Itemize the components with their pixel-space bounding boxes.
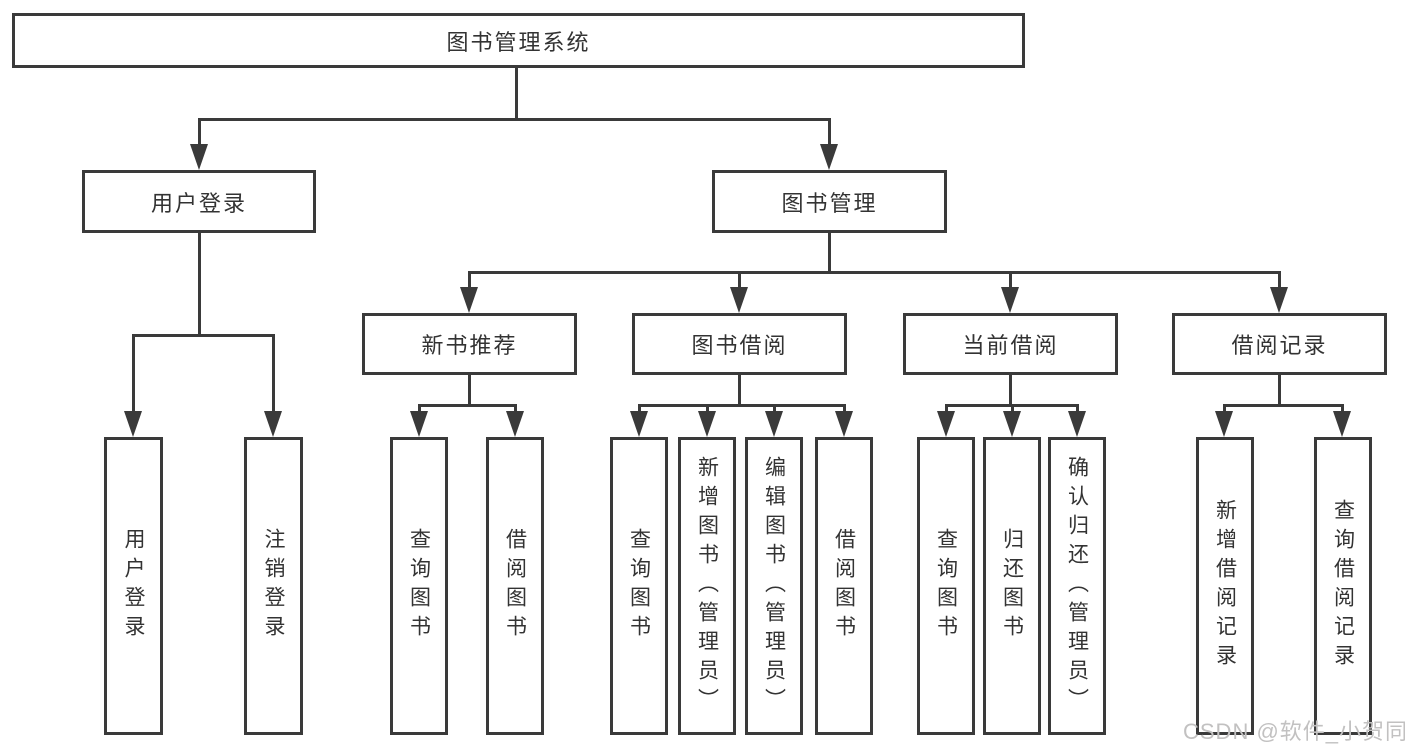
connector-bookmgmt-drop-3 <box>1009 271 1012 289</box>
connector-root-drop-right <box>828 118 831 146</box>
connector-recommend-drop-1 <box>418 404 421 413</box>
arrow-down-icon <box>1333 411 1351 437</box>
connector-borrowing-drop-4 <box>843 404 846 413</box>
connector-current-drop-1 <box>945 404 948 413</box>
arrow-down-icon <box>630 411 648 437</box>
connector-root-stem <box>515 68 518 119</box>
connector-current-drop-2 <box>1011 404 1014 413</box>
node-leaf-borrow-books-recommend: 借阅图书 <box>486 437 544 735</box>
node-new-book-recommend: 新书推荐 <box>362 313 577 375</box>
arrow-down-icon <box>506 411 524 437</box>
connector-current-stem <box>1009 375 1012 406</box>
connector-records-drop-1 <box>1223 404 1226 413</box>
connector-borrowing-drop-2 <box>706 404 709 413</box>
node-leaf-query-borrow-record: 查询借阅记录 <box>1314 437 1372 735</box>
connector-userlogin-drop-1 <box>132 334 135 413</box>
node-leaf-add-borrow-record: 新增借阅记录 <box>1196 437 1254 735</box>
csdn-watermark: CSDN @软件_小贺同学 <box>1183 719 1405 744</box>
arrow-down-icon <box>730 287 748 313</box>
node-book-borrowing: 图书借阅 <box>632 313 847 375</box>
connector-borrowing-drop-3 <box>773 404 776 413</box>
arrow-down-icon <box>190 144 208 170</box>
connector-userlogin-bar <box>132 334 275 337</box>
connector-userlogin-drop-2 <box>272 334 275 413</box>
node-user-login: 用户登录 <box>82 170 316 233</box>
node-current-borrowing: 当前借阅 <box>903 313 1118 375</box>
connector-recommend-bar <box>418 404 517 407</box>
node-leaf-edit-books-admin: 编辑图书（管理员） <box>745 437 803 735</box>
node-leaf-add-books-admin: 新增图书（管理员） <box>678 437 736 735</box>
arrow-down-icon <box>698 411 716 437</box>
connector-records-stem <box>1278 375 1281 406</box>
node-leaf-return-books: 归还图书 <box>983 437 1041 735</box>
node-leaf-query-books-borrowing: 查询图书 <box>610 437 668 735</box>
connector-userlogin-stem <box>198 233 201 336</box>
connector-bookmgmt-drop-4 <box>1278 271 1281 289</box>
connector-recommend-stem <box>468 375 471 406</box>
node-leaf-query-books-recommend: 查询图书 <box>390 437 448 735</box>
connector-borrowing-drop-1 <box>638 404 641 413</box>
node-leaf-confirm-return-admin: 确认归还（管理员） <box>1048 437 1106 735</box>
arrow-down-icon <box>460 287 478 313</box>
node-leaf-query-books-current: 查询图书 <box>917 437 975 735</box>
node-leaf-borrow-books-borrowing: 借阅图书 <box>815 437 873 735</box>
arrow-down-icon <box>124 411 142 437</box>
arrow-down-icon <box>264 411 282 437</box>
arrow-down-icon <box>1270 287 1288 313</box>
connector-root-bar <box>198 118 831 121</box>
connector-bookmgmt-drop-1 <box>468 271 471 289</box>
connector-records-drop-2 <box>1341 404 1344 413</box>
node-leaf-user-login: 用户登录 <box>104 437 163 735</box>
connector-bookmgmt-stem <box>828 233 831 273</box>
connector-bookmgmt-drop-2 <box>738 271 741 289</box>
arrow-down-icon <box>410 411 428 437</box>
connector-bookmgmt-bar <box>468 271 1281 274</box>
arrow-down-icon <box>1068 411 1086 437</box>
connector-records-bar <box>1223 404 1343 407</box>
node-book-management: 图书管理 <box>712 170 947 233</box>
arrow-down-icon <box>820 144 838 170</box>
node-borrowing-records: 借阅记录 <box>1172 313 1387 375</box>
connector-root-drop-left <box>198 118 201 146</box>
node-leaf-logout: 注销登录 <box>244 437 303 735</box>
node-root-system: 图书管理系统 <box>12 13 1025 68</box>
connector-borrowing-bar <box>638 404 846 407</box>
arrow-down-icon <box>937 411 955 437</box>
arrow-down-icon <box>835 411 853 437</box>
arrow-down-icon <box>765 411 783 437</box>
arrow-down-icon <box>1215 411 1233 437</box>
connector-current-drop-3 <box>1076 404 1079 413</box>
arrow-down-icon <box>1003 411 1021 437</box>
connector-borrowing-stem <box>738 375 741 406</box>
arrow-down-icon <box>1001 287 1019 313</box>
connector-recommend-drop-2 <box>514 404 517 413</box>
